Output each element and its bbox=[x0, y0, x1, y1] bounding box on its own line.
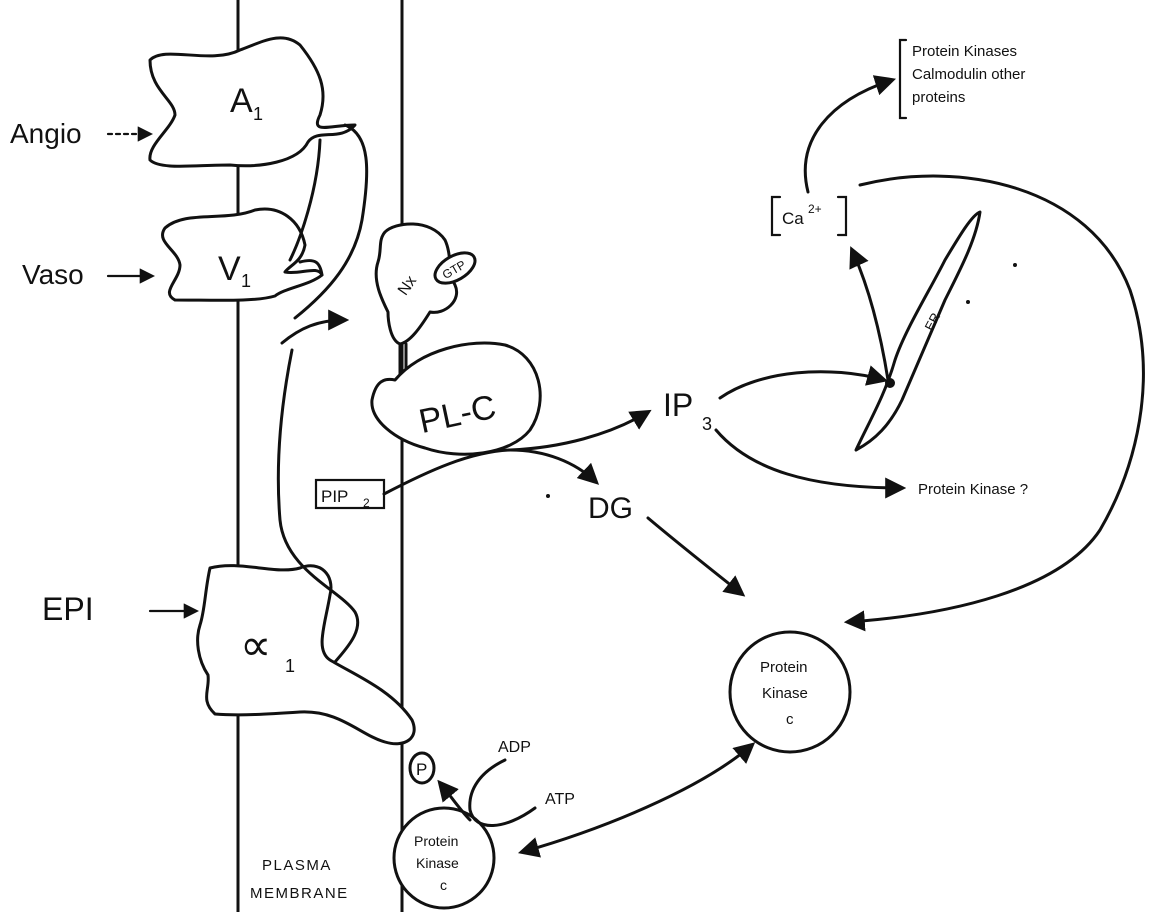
a1-subscript: 1 bbox=[253, 104, 263, 124]
pkc-bottom-line1: Protein bbox=[414, 833, 458, 849]
er-organelle bbox=[856, 212, 980, 450]
ca-main: Ca bbox=[782, 209, 804, 228]
atp-curve bbox=[470, 760, 535, 826]
pip2-main: PIP bbox=[321, 487, 348, 506]
er-to-ca-arrow bbox=[852, 250, 888, 380]
ca-superscript: 2+ bbox=[808, 202, 822, 216]
dg-to-pkc-arrow bbox=[648, 518, 742, 594]
v1-subscript: 1 bbox=[241, 271, 251, 291]
targets-bracket bbox=[900, 40, 906, 118]
atp-label: ATP bbox=[545, 791, 575, 808]
alpha1-receptor bbox=[198, 566, 415, 744]
pkc-right-line3: c bbox=[786, 711, 794, 728]
ca-to-targets-arrow bbox=[805, 80, 892, 192]
ip3-main: IP bbox=[663, 387, 693, 423]
speckle bbox=[1013, 263, 1017, 267]
alpha1-subscript: 1 bbox=[285, 656, 295, 676]
pkc-right-line2: Kinase bbox=[762, 685, 808, 702]
phosphate-label: P bbox=[416, 760, 427, 779]
pip2-subscript: 2 bbox=[363, 496, 370, 510]
v1-letter: V bbox=[218, 250, 241, 288]
pk-question-label: Protein Kinase ? bbox=[918, 481, 1028, 498]
dg-label: DG bbox=[588, 492, 633, 525]
targets-line2: Calmodulin other bbox=[912, 66, 1025, 83]
pkc-bottom-line2: Kinase bbox=[416, 855, 459, 871]
membrane-label-line1: PLASMA bbox=[262, 857, 332, 874]
ip3-to-er-arrow bbox=[720, 372, 884, 398]
pkc-right-line1: Protein bbox=[760, 659, 808, 676]
targets-line3: proteins bbox=[912, 89, 965, 106]
a1-letter: A bbox=[230, 82, 253, 120]
nk-coupling-band bbox=[282, 320, 345, 343]
pkc-bottom-line3: c bbox=[440, 877, 447, 893]
speckle bbox=[546, 494, 550, 498]
plc-to-dg-arrow bbox=[510, 450, 596, 482]
angio-label: Angio bbox=[10, 118, 82, 149]
vaso-label: Vaso bbox=[22, 259, 84, 290]
speckle bbox=[966, 300, 970, 304]
ca-bracket-left bbox=[772, 197, 780, 235]
membrane-label-line2: MEMBRANE bbox=[250, 885, 349, 902]
adp-label: ADP bbox=[498, 739, 531, 756]
epi-label: EPI bbox=[42, 591, 94, 627]
ip3-subscript: 3 bbox=[702, 414, 712, 434]
ca-bracket-right bbox=[838, 197, 846, 235]
targets-line1: Protein Kinases bbox=[912, 43, 1017, 60]
alpha1-letter: ∝ bbox=[240, 621, 271, 670]
